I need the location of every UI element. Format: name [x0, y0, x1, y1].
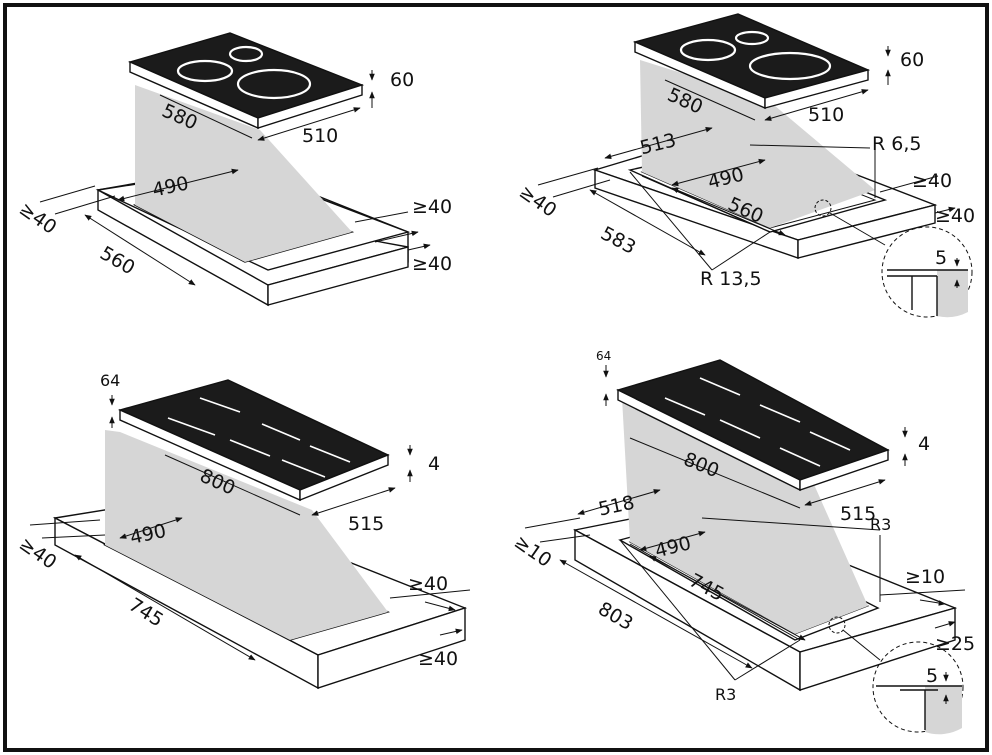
dim-line [29, 519, 101, 526]
dim-hob-height: 64 [100, 371, 120, 390]
label-radius-outer: R 13,5 [700, 268, 762, 290]
dim-clearance-side: ≥40 [935, 205, 975, 227]
dim-line [524, 517, 581, 529]
dim-line [559, 559, 753, 669]
dim-clearance-back: ≥40 [412, 196, 452, 218]
dim-line [119, 517, 183, 539]
dim-clearance-back: ≥40 [912, 170, 952, 192]
dim-line [41, 534, 106, 539]
detail-callout: 5 [881, 226, 973, 318]
dim-clearance-side: ≥40 [412, 253, 452, 275]
label-radius-inner: R 6,5 [872, 133, 921, 155]
detail-callout: 5 [872, 641, 964, 735]
dim-line [664, 79, 756, 121]
hob-unit [632, 13, 871, 110]
dim-line [537, 167, 599, 186]
dim-line [117, 168, 239, 202]
leader [701, 517, 881, 531]
diagram-bottom-left: 64 4 800 515 490 ≥40 745 ≥40 ≥40 [15, 371, 471, 690]
dim-line [159, 94, 253, 139]
dim-line [374, 230, 419, 243]
dim-line [84, 214, 196, 286]
dim-line [539, 534, 591, 543]
dim-line [804, 479, 886, 506]
dim-hob-height: 64 [596, 349, 611, 363]
detail-depth-label: 5 [926, 665, 938, 687]
dim-line [764, 89, 869, 121]
dim-line [919, 599, 946, 606]
dim-hob-height: 60 [390, 69, 414, 91]
dim-clearance-front: ≥40 [15, 533, 60, 574]
diagram-top-left: 580 510 60 490 560 ≥40 ≥40 ≥40 [15, 32, 452, 307]
diagram-top-right: 580 510 60 513 R 6,5 490 560 ≥40 583 R 1… [515, 13, 975, 318]
dim-clearance-back: ≥10 [905, 566, 945, 588]
dim-line [74, 554, 256, 661]
dim-line [934, 621, 956, 629]
dim-hob-width: 510 [302, 125, 338, 147]
dim-line [879, 589, 966, 596]
outer-frame [3, 3, 989, 752]
dim-line [589, 189, 706, 256]
dim-line [164, 454, 301, 516]
dim-line [389, 589, 471, 599]
dim-rim: 4 [428, 453, 440, 475]
label-radius-top: R3 [870, 515, 891, 534]
dim-line [629, 437, 801, 509]
dim-clearance-back: ≥40 [408, 573, 448, 595]
dim-line [311, 487, 396, 516]
dim-line [407, 243, 431, 251]
dim-hob-height: 60 [900, 49, 924, 71]
dim-clearance-side: ≥40 [418, 648, 458, 670]
dim-line [879, 175, 939, 193]
detail-marker [814, 199, 832, 217]
dim-line [604, 127, 713, 159]
dim-hob-width: 510 [808, 104, 844, 126]
leader [629, 171, 713, 271]
leader [842, 629, 881, 661]
leader [711, 231, 771, 271]
dim-clearance-front: ≥40 [15, 198, 60, 239]
dim-clearance-side: ≥25 [935, 633, 975, 655]
dim-hob-width: 515 [840, 503, 876, 525]
hob-unit [127, 32, 365, 130]
dim-line [257, 107, 361, 141]
diagram-bottom-right: 64 4 800 515 518 R3 490 745 ≥10 803 R3 ≥… [510, 349, 975, 735]
projection-shade [105, 430, 388, 640]
leader [629, 543, 801, 641]
leader [829, 212, 886, 246]
dim-hob-width: 515 [348, 513, 384, 535]
dim-line [54, 195, 116, 215]
dim-clearance-front: ≥40 [515, 181, 560, 222]
dim-line [577, 489, 661, 515]
dim-line [639, 530, 706, 552]
leader [619, 539, 736, 681]
dim-outer-depth: 583 [597, 222, 639, 258]
dim-line [354, 211, 409, 223]
dim-line [934, 206, 956, 214]
dim-rim: 4 [918, 433, 930, 455]
leader [734, 639, 801, 681]
dim-line [439, 628, 463, 636]
dim-cutout-depth: 560 [96, 242, 138, 279]
dim-line [39, 185, 96, 203]
detail-depth-label: 5 [935, 247, 947, 269]
leader [641, 175, 771, 233]
label-radius-bottom: R3 [715, 685, 736, 704]
dim-line [552, 179, 611, 198]
dim-outer-length: 803 [594, 598, 636, 635]
dim-clearance-front: ≥10 [510, 531, 555, 572]
dim-line [424, 601, 456, 612]
leader [749, 144, 871, 149]
dim-line [671, 158, 766, 187]
projection-shade [622, 395, 868, 634]
detail-marker [828, 616, 846, 634]
